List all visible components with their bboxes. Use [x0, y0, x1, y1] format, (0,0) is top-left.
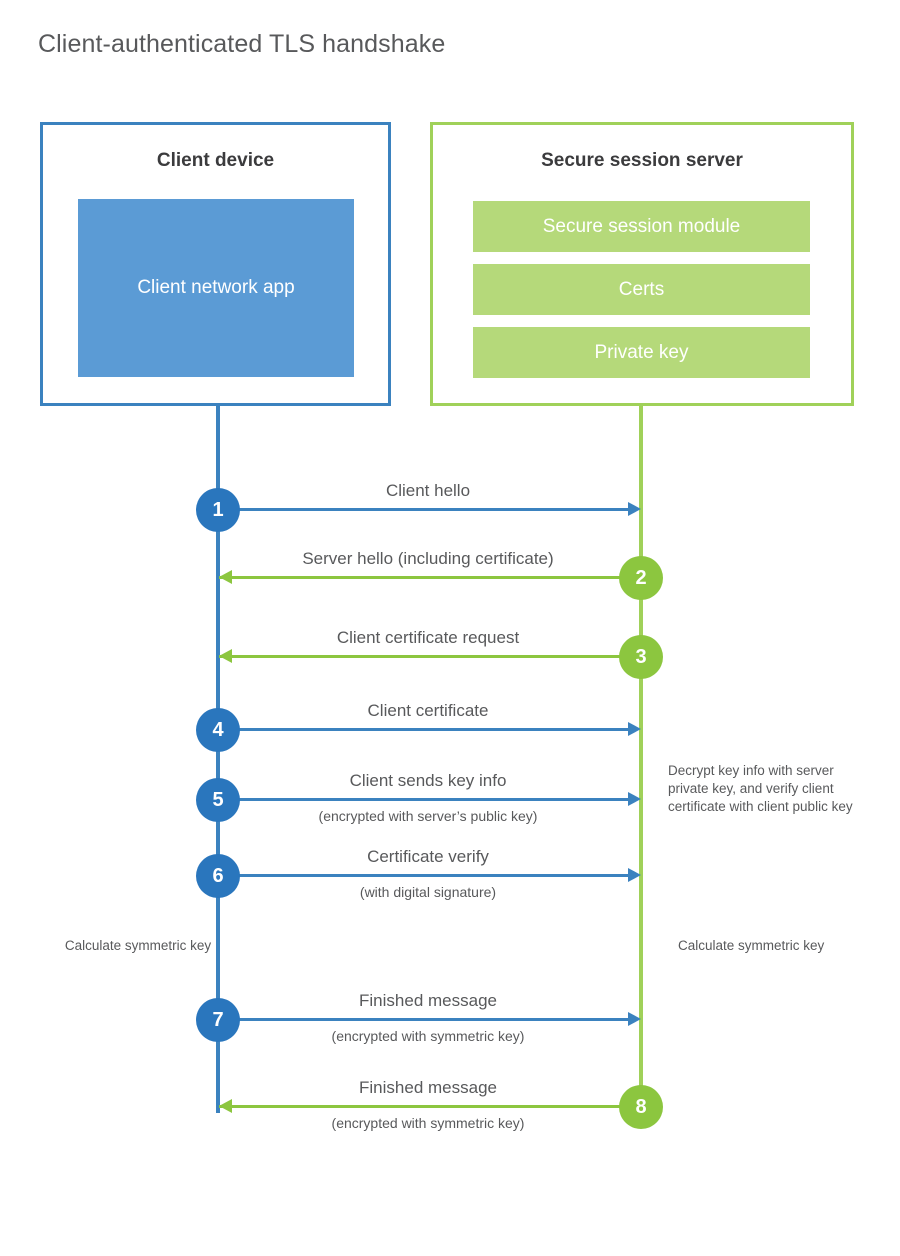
- step-badge-8[interactable]: 8: [619, 1085, 663, 1129]
- message-sublabel-5: (encrypted with server’s public key): [318, 808, 538, 824]
- step-badge-5[interactable]: 5: [196, 778, 240, 822]
- arrow-head-8: [219, 1099, 232, 1113]
- arrow-head-1: [628, 502, 641, 516]
- arrow-line-6: [219, 874, 630, 877]
- arrow-head-3: [219, 649, 232, 663]
- server-component-private-key: Private key: [473, 327, 810, 378]
- client-device-box: Client device Client network app: [40, 122, 391, 406]
- server-lifeline: [639, 403, 643, 1105]
- step-badge-2[interactable]: 2: [619, 556, 663, 600]
- arrow-head-4: [628, 722, 641, 736]
- arrow-line-3: [219, 655, 630, 658]
- arrow-line-7: [219, 1018, 630, 1021]
- arrow-head-7: [628, 1012, 641, 1026]
- message-sublabel-8: (encrypted with symmetric key): [331, 1115, 525, 1131]
- note-calculate-symmetric-key-server: Calculate symmetric key: [678, 938, 825, 953]
- secure-session-server-box: Secure session server Secure session mod…: [430, 122, 854, 406]
- server-component-secure-session-module: Secure session module: [473, 201, 810, 252]
- arrow-line-1: [219, 508, 630, 511]
- message-label-1: Client hello: [385, 481, 471, 500]
- step-badge-1[interactable]: 1: [196, 488, 240, 532]
- message-label-3: Client certificate request: [336, 628, 520, 647]
- message-label-2: Server hello (including certificate): [302, 549, 554, 568]
- message-sublabel-7: (encrypted with symmetric key): [331, 1028, 525, 1044]
- arrow-head-2: [219, 570, 232, 584]
- step-badge-6[interactable]: 6: [196, 854, 240, 898]
- client-lifeline: [216, 403, 220, 1113]
- arrow-line-4: [219, 728, 630, 731]
- arrow-line-2: [219, 576, 630, 579]
- note-calculate-symmetric-key-client: Calculate symmetric key: [64, 938, 212, 953]
- arrow-line-8: [219, 1105, 630, 1108]
- arrow-head-5: [628, 792, 641, 806]
- note-decrypt-key-info: Decrypt key info with server private key…: [668, 763, 853, 814]
- message-sublabel-6: (with digital signature): [359, 884, 497, 900]
- secure-session-server-title: Secure session server: [541, 150, 743, 171]
- step-badge-7[interactable]: 7: [196, 998, 240, 1042]
- message-label-5: Client sends key info: [349, 771, 507, 790]
- client-network-app-block: Client network app: [78, 199, 354, 377]
- message-label-6: Certificate verify: [367, 847, 489, 866]
- message-label-7: Finished message: [359, 991, 497, 1010]
- step-badge-3[interactable]: 3: [619, 635, 663, 679]
- client-device-title: Client device: [156, 150, 275, 171]
- message-label-4: Client certificate: [367, 701, 489, 720]
- page-title: Client-authenticated TLS handshake: [38, 30, 446, 58]
- step-badge-4[interactable]: 4: [196, 708, 240, 752]
- arrow-line-5: [219, 798, 630, 801]
- message-label-8: Finished message: [359, 1078, 497, 1097]
- arrow-head-6: [628, 868, 641, 882]
- server-component-certs: Certs: [473, 264, 810, 315]
